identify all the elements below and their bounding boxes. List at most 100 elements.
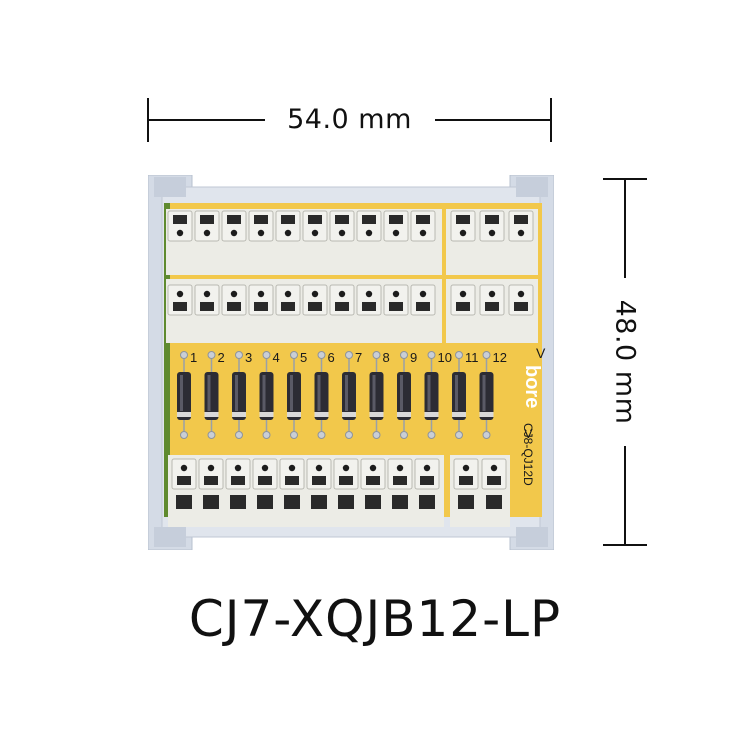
diode [204, 351, 219, 439]
housing-clip-bottom-right [516, 527, 548, 547]
top-terminal-block [166, 209, 538, 343]
diode-top-pad [455, 351, 463, 359]
width-dimension-label: 54.0 mm [287, 104, 412, 135]
diode-highlight [345, 375, 348, 411]
diode-cathode-band [397, 412, 411, 417]
top-b-terminal [275, 284, 301, 316]
diode-bottom-pad [290, 431, 298, 439]
diode-bottom-pad [427, 431, 436, 439]
diode-bottom-pad [455, 431, 463, 439]
diode-bottom-pad [400, 431, 408, 439]
bottom-terminal-hole [261, 464, 269, 472]
diode-top-pad [482, 351, 491, 359]
top-a-terminal-clamp [514, 215, 528, 224]
bottom-terminal-clamp [258, 476, 272, 485]
diode-top-pad [427, 351, 436, 359]
diode-top-pad [262, 351, 271, 359]
bottom-terminal [225, 458, 251, 490]
diode-cathode-band [424, 412, 439, 417]
diode-bottom-pad [207, 431, 216, 439]
height-dimension-bottom-line [624, 446, 626, 546]
diode-bottom-pad [482, 431, 491, 439]
top-b-terminal [194, 284, 220, 316]
top-b-terminal-clamp [389, 302, 403, 311]
bottom-terminal [306, 458, 332, 490]
top-b-terminal-hole [311, 290, 319, 298]
bottom-terminal-clamp [366, 476, 380, 485]
bottom-terminal [252, 458, 278, 490]
bottom-lower-clamp [365, 495, 381, 509]
diode-cathode-band [369, 412, 384, 417]
channel-label: 1 [190, 350, 197, 365]
top-a-terminal-clamp [254, 215, 268, 224]
top-a-terminal [356, 210, 382, 242]
top-b-terminal-clamp [200, 302, 214, 311]
top-a-terminal-hole [365, 229, 373, 237]
diode-top-pad [207, 351, 216, 359]
housing-clip-top-right [516, 177, 548, 197]
top-b-terminal [248, 284, 274, 316]
top-a-terminal [194, 210, 220, 242]
top-b-terminal [508, 284, 534, 316]
top-a-terminal-hole [311, 229, 319, 237]
top-a-terminal-hole [230, 229, 238, 237]
top-b-terminal [329, 284, 355, 316]
bottom-terminal-hole [369, 464, 377, 472]
bottom-terminal-clamp [487, 476, 501, 485]
bottom-terminal-clamp [285, 476, 299, 485]
diode-array [177, 351, 494, 439]
top-a-terminal-clamp [335, 215, 349, 224]
diode-cathode-band [232, 412, 246, 417]
diode-cathode-band [259, 412, 274, 417]
bottom-terminal-clamp [393, 476, 407, 485]
top-a-terminal-hole [338, 229, 346, 237]
diode-top-pad [345, 351, 353, 359]
top-a-terminal-clamp [200, 215, 214, 224]
diode [397, 351, 411, 439]
diode [259, 351, 274, 439]
top-a-terminal [410, 210, 436, 242]
top-b-terminal-hole [365, 290, 373, 298]
diode [342, 351, 356, 439]
diode-bottom-pad [317, 431, 326, 439]
top-a-terminal [508, 210, 534, 242]
bottom-terminal [171, 458, 197, 490]
bottom-terminal-hole [423, 464, 431, 472]
width-dimension-right-line [435, 119, 552, 121]
bottom-terminal-hole [342, 464, 350, 472]
diode [479, 351, 494, 439]
bottom-lower-clamp [230, 495, 246, 509]
bottom-terminal-hole [462, 464, 470, 472]
channel-label: 12 [493, 350, 507, 365]
diode-cathode-band [314, 412, 329, 417]
top-rail-marker: V [536, 345, 546, 361]
channel-label: 10 [438, 350, 452, 365]
bottom-terminal-clamp [231, 476, 245, 485]
top-b-terminal-hole [284, 290, 292, 298]
bottom-terminal-clamp [312, 476, 326, 485]
housing-clip-top-left [154, 177, 186, 197]
bottom-lower-clamp [458, 495, 474, 509]
top-b-terminal-hole [176, 290, 184, 298]
diode-highlight [317, 375, 321, 411]
top-a-terminal-hole [459, 229, 467, 237]
top-b-terminal [167, 284, 193, 316]
bottom-lower-clamp [338, 495, 354, 509]
bottom-terminal-block [168, 455, 510, 527]
bottom-terminal [387, 458, 413, 490]
top-b-terminal-clamp [308, 302, 322, 311]
diode-highlight [455, 375, 458, 411]
bottom-terminal [279, 458, 305, 490]
diode-bottom-pad [235, 431, 243, 439]
diode [452, 351, 466, 439]
top-b-terminal-hole [392, 290, 400, 298]
top-b-terminal-hole [517, 290, 525, 298]
top-a-terminal-hole [176, 229, 184, 237]
diode-highlight [290, 375, 293, 411]
diode [369, 351, 384, 439]
top-a-terminal-hole [284, 229, 292, 237]
top-a-terminal-clamp [485, 215, 499, 224]
top-b-terminal-hole [419, 290, 427, 298]
top-a-terminal-clamp [389, 215, 403, 224]
